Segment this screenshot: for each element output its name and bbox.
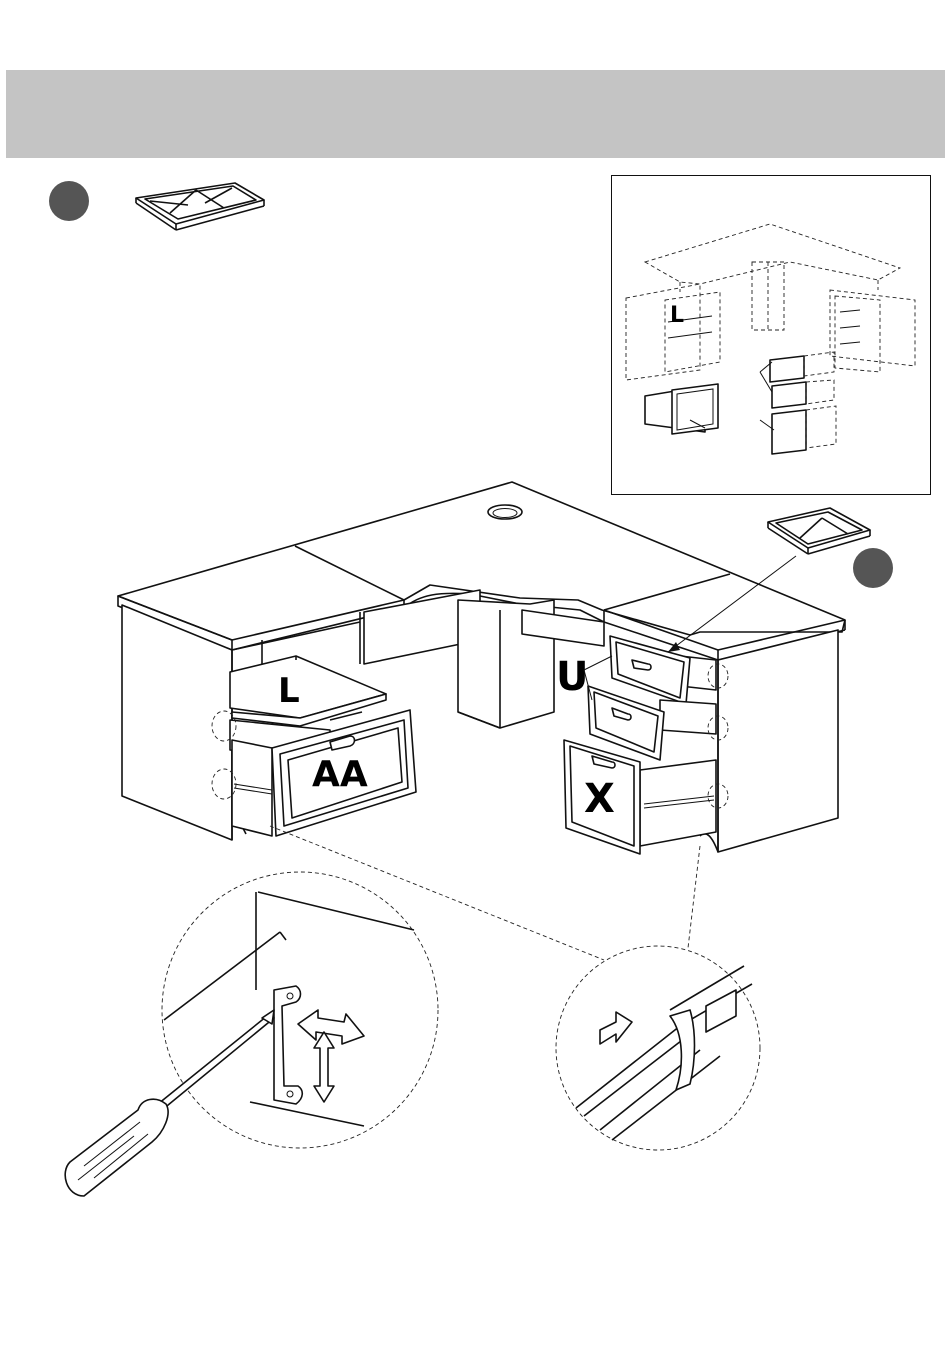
- shelf-label: L: [278, 671, 300, 711]
- file-drawer-label: AA: [312, 754, 368, 795]
- shelf-l: L: [230, 656, 386, 726]
- detail-drawer-slide: [556, 946, 760, 1150]
- small-drawers-label: U: [556, 654, 588, 700]
- double-arrow-vertical-icon: [314, 1032, 334, 1102]
- drawer-organizer-tray-icon: [136, 183, 264, 230]
- overview-inset: L: [626, 224, 915, 454]
- l-desk: [118, 482, 845, 852]
- file-drawer-aa: AA: [212, 710, 416, 836]
- screwdriver-icon: [65, 1010, 274, 1196]
- right-drawers: U X: [556, 636, 728, 854]
- double-arrow-horizontal-icon: [298, 1010, 364, 1044]
- large-drawer-label: X: [584, 776, 615, 822]
- push-arrow-icon: [600, 1012, 632, 1044]
- detail-hinge-adjust: [162, 872, 438, 1148]
- inset-shelf-label: L: [670, 303, 684, 328]
